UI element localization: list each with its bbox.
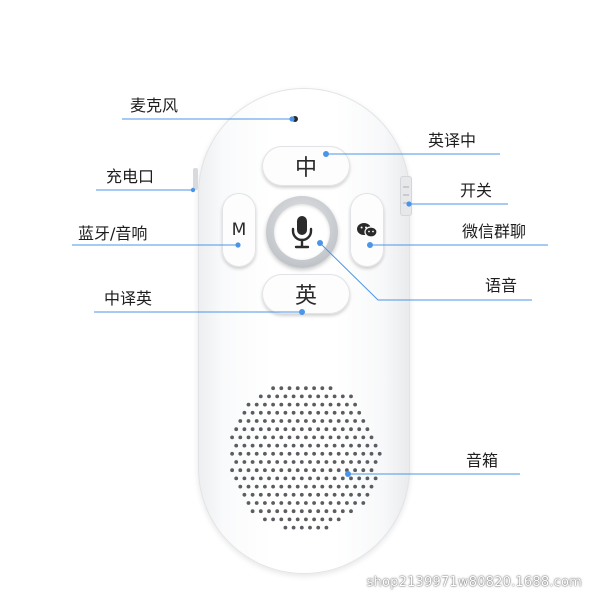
bluetooth-mode-button[interactable]: M xyxy=(222,193,256,267)
chinese-to-english-button[interactable]: 英 xyxy=(262,274,350,314)
wechat-group-button[interactable] xyxy=(350,193,384,267)
label-bluetooth-speaker: 蓝牙/音响 xyxy=(78,224,148,243)
mode-key-label: M xyxy=(231,220,247,240)
top-key-label: 中 xyxy=(294,156,317,181)
power-switch[interactable] xyxy=(400,176,412,216)
microphone-icon xyxy=(291,216,313,249)
english-to-chinese-button[interactable]: 中 xyxy=(262,146,350,186)
label-voice: 语音 xyxy=(485,276,518,295)
label-speaker-box: 音箱 xyxy=(466,451,499,470)
label-charging-port: 充电口 xyxy=(106,167,155,186)
label-wechat-group-chat: 微信群聊 xyxy=(462,222,527,241)
microphone-hole xyxy=(292,116,298,122)
label-microphone: 麦克风 xyxy=(130,96,179,115)
label-english-to-chinese: 英译中 xyxy=(428,131,477,150)
label-power-switch: 开关 xyxy=(460,181,493,200)
label-chinese-to-english: 中译英 xyxy=(104,289,153,308)
wechat-icon xyxy=(357,223,378,238)
watermark-text: shop2139971w80820.1688.com xyxy=(366,575,582,590)
charging-port xyxy=(193,168,198,190)
bottom-key-label: 英 xyxy=(294,284,317,309)
voice-button[interactable] xyxy=(266,196,338,268)
speaker-grille xyxy=(230,386,382,530)
